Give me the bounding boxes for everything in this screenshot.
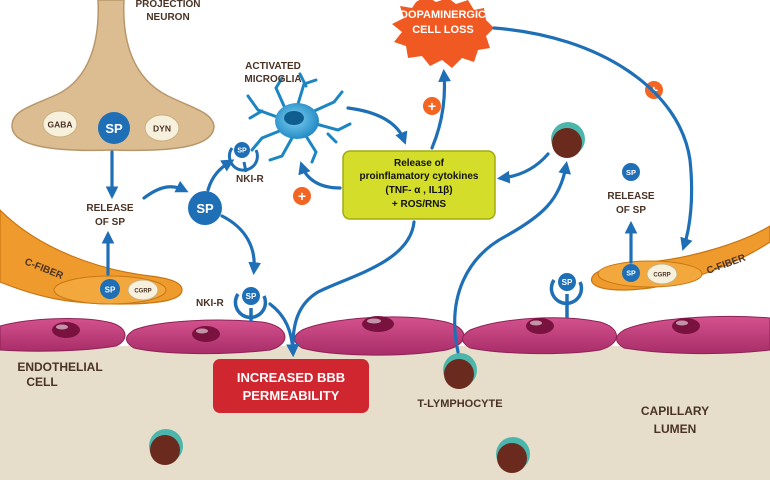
sp-label-neuron: SP <box>105 121 123 136</box>
t-lymphocyte-lumen-left <box>149 429 183 465</box>
nki-r-label-upper: NKI-R <box>236 174 265 185</box>
activated-microglia-label-1: ACTIVATED <box>245 61 301 72</box>
sp-label-nkir-upper: SP <box>237 148 247 155</box>
projection-neuron-label-1: PROJECTION <box>135 0 200 10</box>
endothelial-cell-label-1: ENDOTHELIAL <box>17 360 102 374</box>
arrow-microglia-to-cytokines <box>346 106 408 145</box>
c-fiber-left <box>0 209 183 305</box>
sp-circle-cfiber-left <box>100 279 120 299</box>
increased-bbb-box <box>213 359 369 413</box>
t-lymphocyte-lumen-right <box>496 437 530 473</box>
dyn-vesicle <box>144 114 180 142</box>
projection-neuron-label-2: NEURON <box>146 12 189 23</box>
cytokines-box <box>342 150 496 220</box>
plus-icon-lower: + <box>293 187 311 205</box>
sp-circle-cfiber-right <box>622 264 640 282</box>
increased-bbb-line-1: INCREASED BBB <box>237 370 345 385</box>
t-lymphocyte-migrating <box>443 353 477 389</box>
sp-circle-center <box>188 191 222 225</box>
svg-text:+: + <box>428 98 436 114</box>
sp-label-nkir-lower-left: SP <box>246 292 257 301</box>
nki-r-receptor-upper <box>227 142 259 173</box>
activated-microglia <box>246 72 352 164</box>
sp-circle-neuron <box>98 112 130 144</box>
release-of-sp-right-1: RELEASE <box>607 191 655 202</box>
arrow-cytokines-to-microglia <box>298 161 342 190</box>
capillary-lumen-label-1: CAPILLARY <box>641 404 709 418</box>
sp-label-cfiber-left: SP <box>105 286 116 295</box>
sp-circle-right-free <box>622 163 640 181</box>
arrow-cytokines-to-bbb <box>286 220 416 358</box>
pathway-arrows <box>101 26 694 358</box>
release-of-sp-left-2: OF SP <box>95 217 125 228</box>
plus-icon-upper: + <box>423 97 441 115</box>
increased-bbb-line-2: PERMEABILITY <box>243 388 340 403</box>
cytokines-line-2: proinflamatory cytokines <box>360 171 479 182</box>
t-lymphocyte-label: T-LYMPHOCYTE <box>417 398 502 410</box>
dyn-label: DYN <box>153 124 171 134</box>
arrow-release-to-sp <box>142 180 189 200</box>
dopaminergic-label-2: CELL LOSS <box>412 24 474 36</box>
cgrp-label-right: CGRP <box>653 273 670 279</box>
arrow-sp-to-nkir-lower <box>220 214 262 276</box>
arrow-dopaminergic-to-cfiber <box>492 26 694 251</box>
sp-label-right-free: SP <box>626 168 636 177</box>
arrow-lymphocyte-migration <box>453 160 571 354</box>
endothelial-cell <box>462 317 617 355</box>
release-of-sp-right-2: OF SP <box>616 205 646 216</box>
arrow-cytokines-to-dopaminergic <box>430 68 451 150</box>
nki-r-receptor-right <box>549 273 584 318</box>
gaba-vesicle <box>42 110 78 138</box>
cgrp-label-left: CGRP <box>134 289 151 295</box>
dopaminergic-burst <box>392 0 494 68</box>
endothelial-cell-label-2: CELL <box>26 375 57 389</box>
c-fiber-right <box>591 225 770 291</box>
nki-r-label-lower: NKI-R <box>196 298 225 309</box>
gaba-label: GABA <box>47 120 72 130</box>
sp-label-cfiber-right: SP <box>626 271 636 278</box>
svg-text:+: + <box>298 188 306 204</box>
capillary-lumen-area <box>0 346 770 480</box>
arrow-nkir-to-bbb <box>268 302 300 358</box>
endothelial-cell <box>616 316 770 355</box>
nki-r-receptor-lower-left <box>233 287 268 322</box>
arrow-lymphocyte-to-cytokines <box>496 152 550 184</box>
dopaminergic-label-1: DOPAMINERGIC <box>400 9 486 21</box>
activated-microglia-label-2: MICROGLIA <box>244 74 301 85</box>
capillary-lumen-label-2: LUMEN <box>654 422 697 436</box>
sp-label-nkir-right: SP <box>562 278 573 287</box>
cytokines-line-3: (TNF- α , IL1β) <box>385 185 452 196</box>
release-of-sp-left-1: RELEASE <box>86 203 134 214</box>
sp-label-center: SP <box>196 201 214 216</box>
t-lymphocyte-upper <box>551 122 585 158</box>
arrow-sp-to-nkir-upper <box>206 159 235 192</box>
cytokines-line-1: Release of <box>394 158 445 169</box>
cgrp-vesicle-right <box>646 263 678 285</box>
projection-neuron <box>11 0 215 152</box>
cgrp-vesicle-left <box>127 279 159 301</box>
cytokines-line-4: + ROS/RNS <box>392 199 447 210</box>
